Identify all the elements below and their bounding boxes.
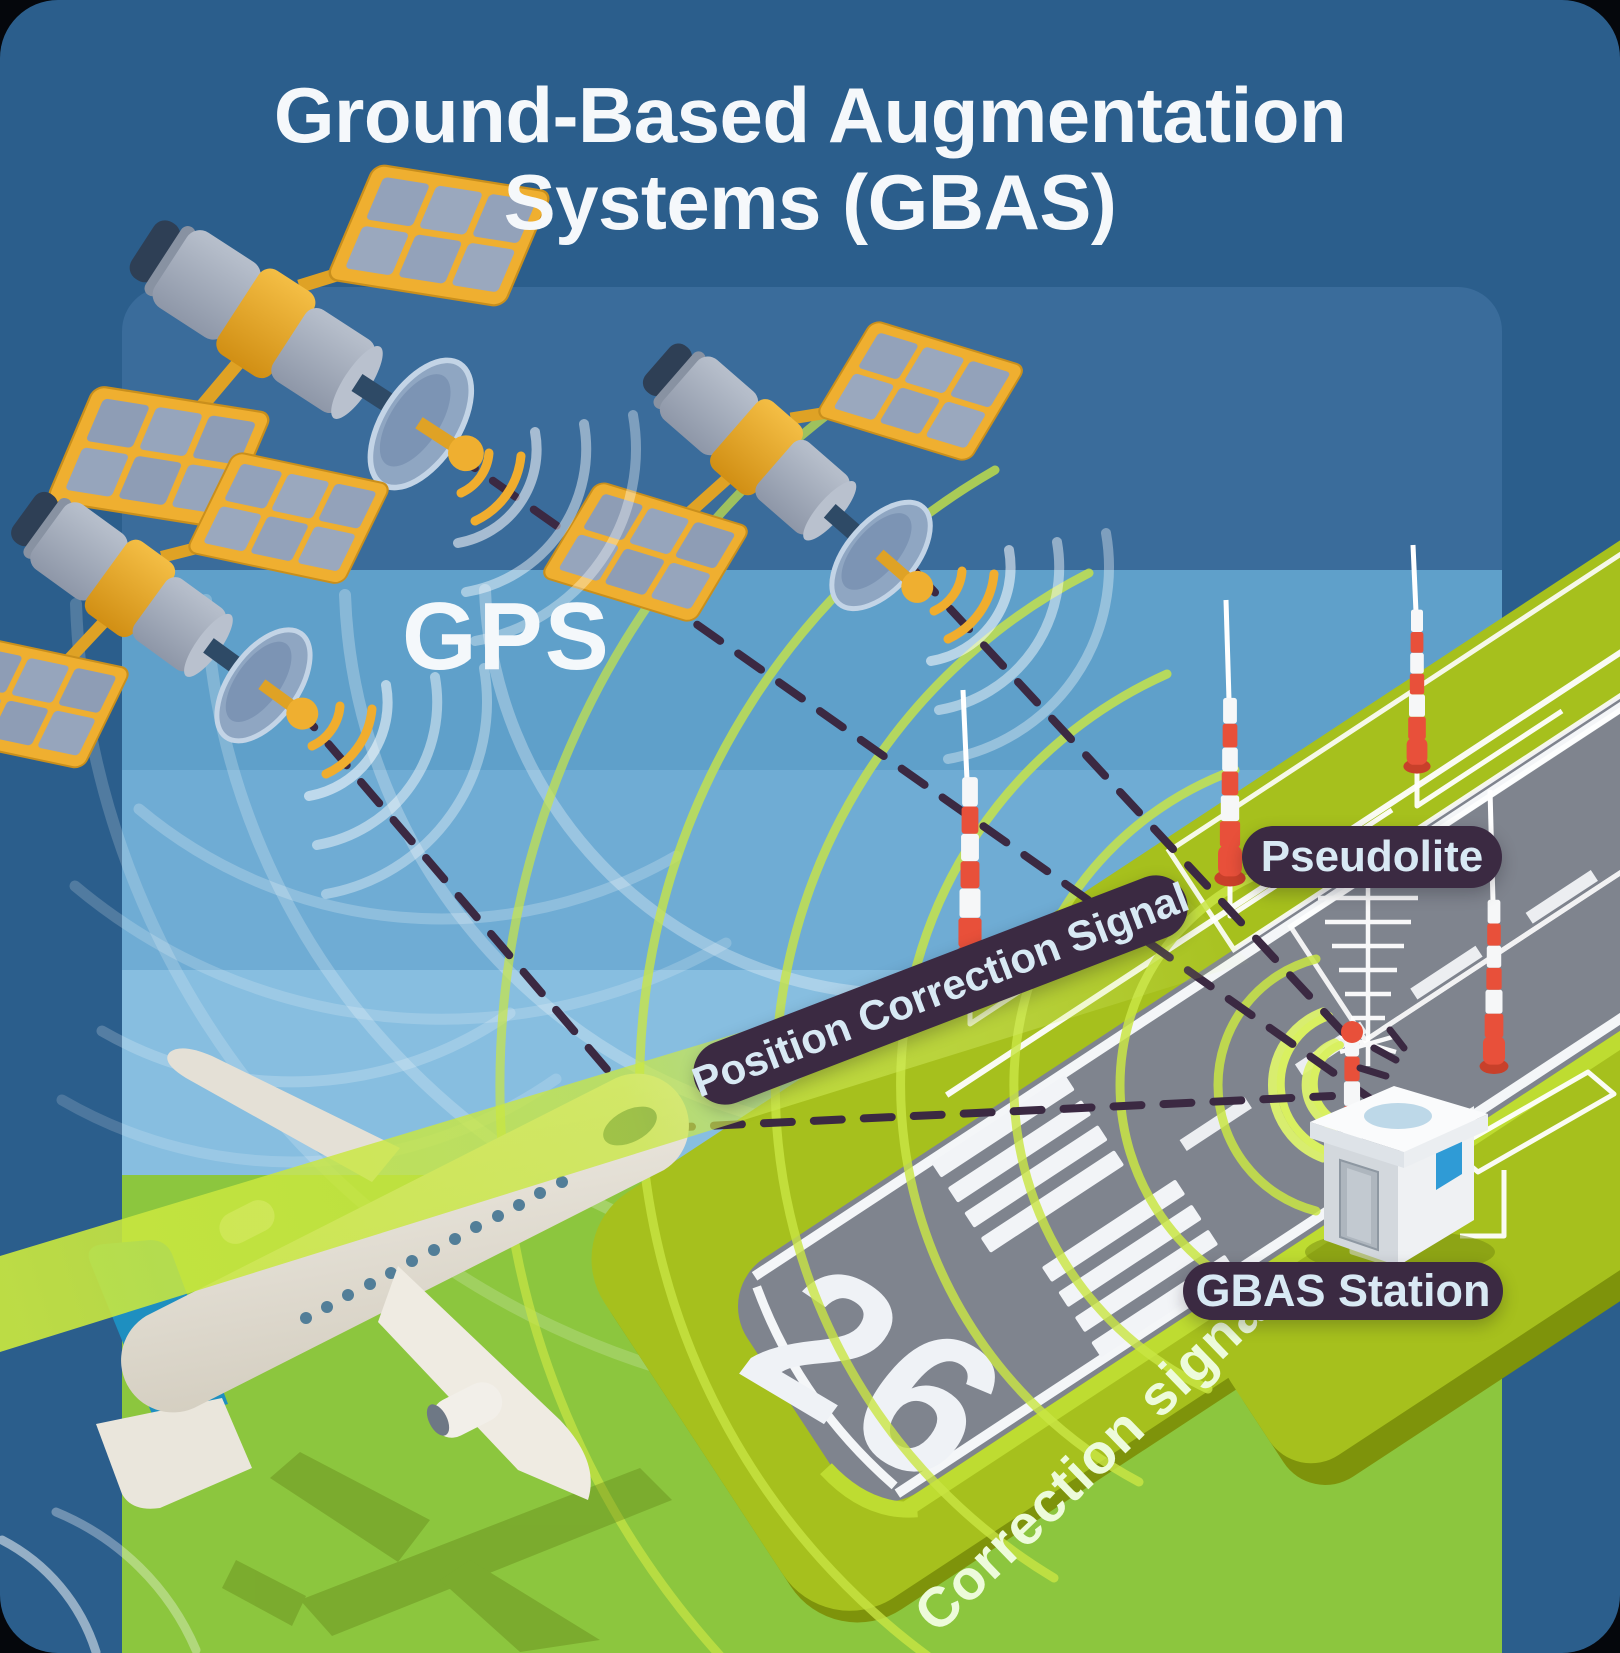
dashed-signal-lines [292,448,1396,1132]
callout-pseudolite-text: Pseudolite [1260,832,1484,881]
runway-end-line [752,1285,898,1490]
airplane-windows [300,1176,568,1324]
runway-edge-line-bottom [894,523,1620,1498]
title-line-1: Ground-Based Augmentation [273,71,1347,159]
survey-grid [1165,539,1620,1044]
runway-rim-long [902,535,1620,1516]
dish-signal-arcs [304,410,1114,899]
callout-gbas-station: GBAS Station [1183,1262,1503,1320]
station-pad [1222,645,1620,1464]
airplane-shadow [222,1452,672,1652]
title-line-2: Systems (GBAS) [503,158,1117,247]
signal-sat1-to-station [448,448,1396,1118]
station-receive-marks [1356,1026,1408,1080]
gps-label: GPS [402,583,611,690]
runway-island: 26 [591,196,1620,1623]
runway-rim [820,1463,918,1518]
callout-gbas-text: GBAS Station [1195,1265,1491,1316]
signal-plane-to-station [660,1092,1336,1132]
signal-sat2-to-pseudolite [912,568,1356,1046]
callout-pseudolite: Pseudolite [1242,826,1502,888]
signal-sat3-to-plane [292,702,656,1126]
page-title: Ground-Based Augmentation Systems (GBAS) [0,71,1620,247]
sky-band-2 [122,570,1502,770]
corner-signal-arcs [0,1507,201,1653]
